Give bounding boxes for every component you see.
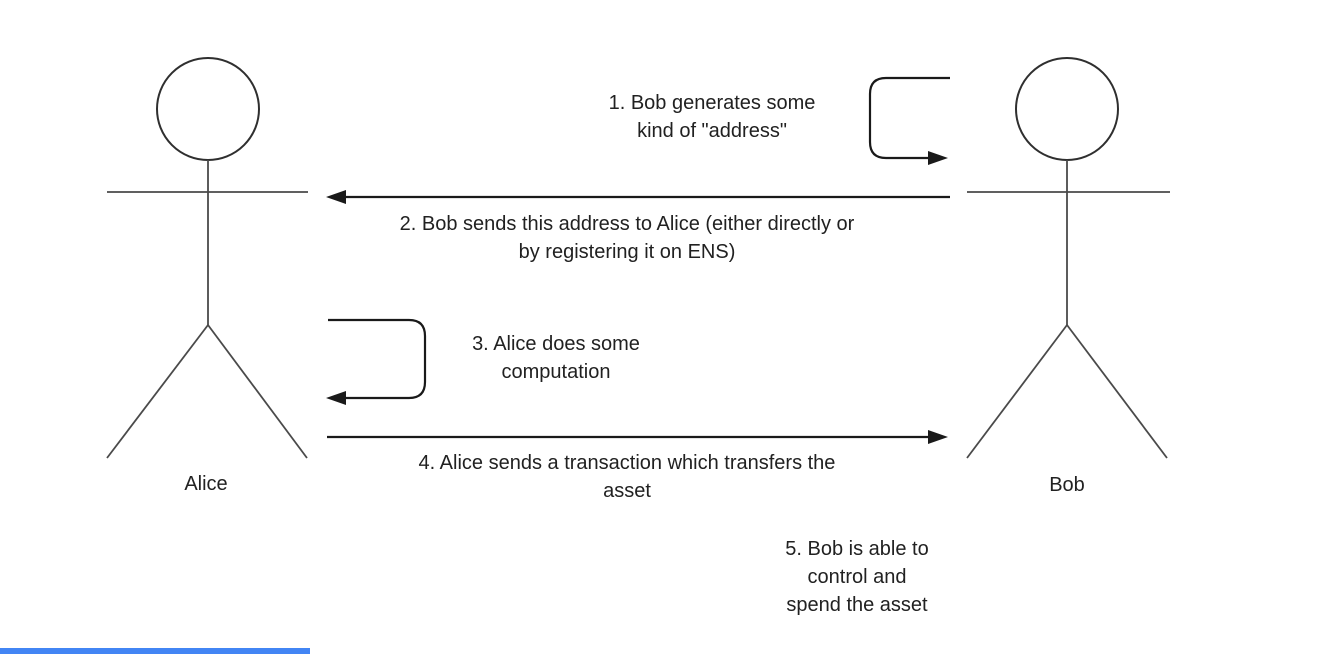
step1-loop-path <box>868 76 950 160</box>
step4-label: 4. Alice sends a transaction which trans… <box>418 452 836 502</box>
step4-arrow <box>327 430 948 444</box>
step2-arrowhead-left <box>326 190 346 204</box>
step3-self-loop-arrow <box>326 318 427 405</box>
step3-loop-path <box>328 318 427 400</box>
step1-self-loop-arrow <box>868 76 950 165</box>
alice-head <box>156 57 260 161</box>
step1-label: 1. Bob generates some kind of "address" <box>608 92 816 142</box>
step4-arrowhead-right <box>928 430 948 444</box>
alice-figure <box>106 57 308 459</box>
bob-figure <box>966 57 1170 459</box>
alice-label: Alice <box>184 473 228 495</box>
step2-label: 2. Bob sends this address to Alice (eith… <box>399 213 855 263</box>
step5-label: 5. Bob is able to control and spend the … <box>785 538 929 616</box>
bob-head <box>1015 57 1119 161</box>
step1-arrowhead-right <box>928 151 948 165</box>
step2-arrow <box>326 190 950 204</box>
step3-arrowhead-left <box>326 391 346 405</box>
bob-label: Bob <box>1049 474 1085 496</box>
bob-right-leg <box>1066 324 1168 459</box>
alice-left-leg <box>106 324 209 459</box>
alice-right-leg <box>207 324 308 459</box>
bob-left-leg <box>966 324 1068 459</box>
step3-label: 3. Alice does some computation <box>472 333 640 383</box>
video-progress-bar[interactable] <box>0 648 310 654</box>
